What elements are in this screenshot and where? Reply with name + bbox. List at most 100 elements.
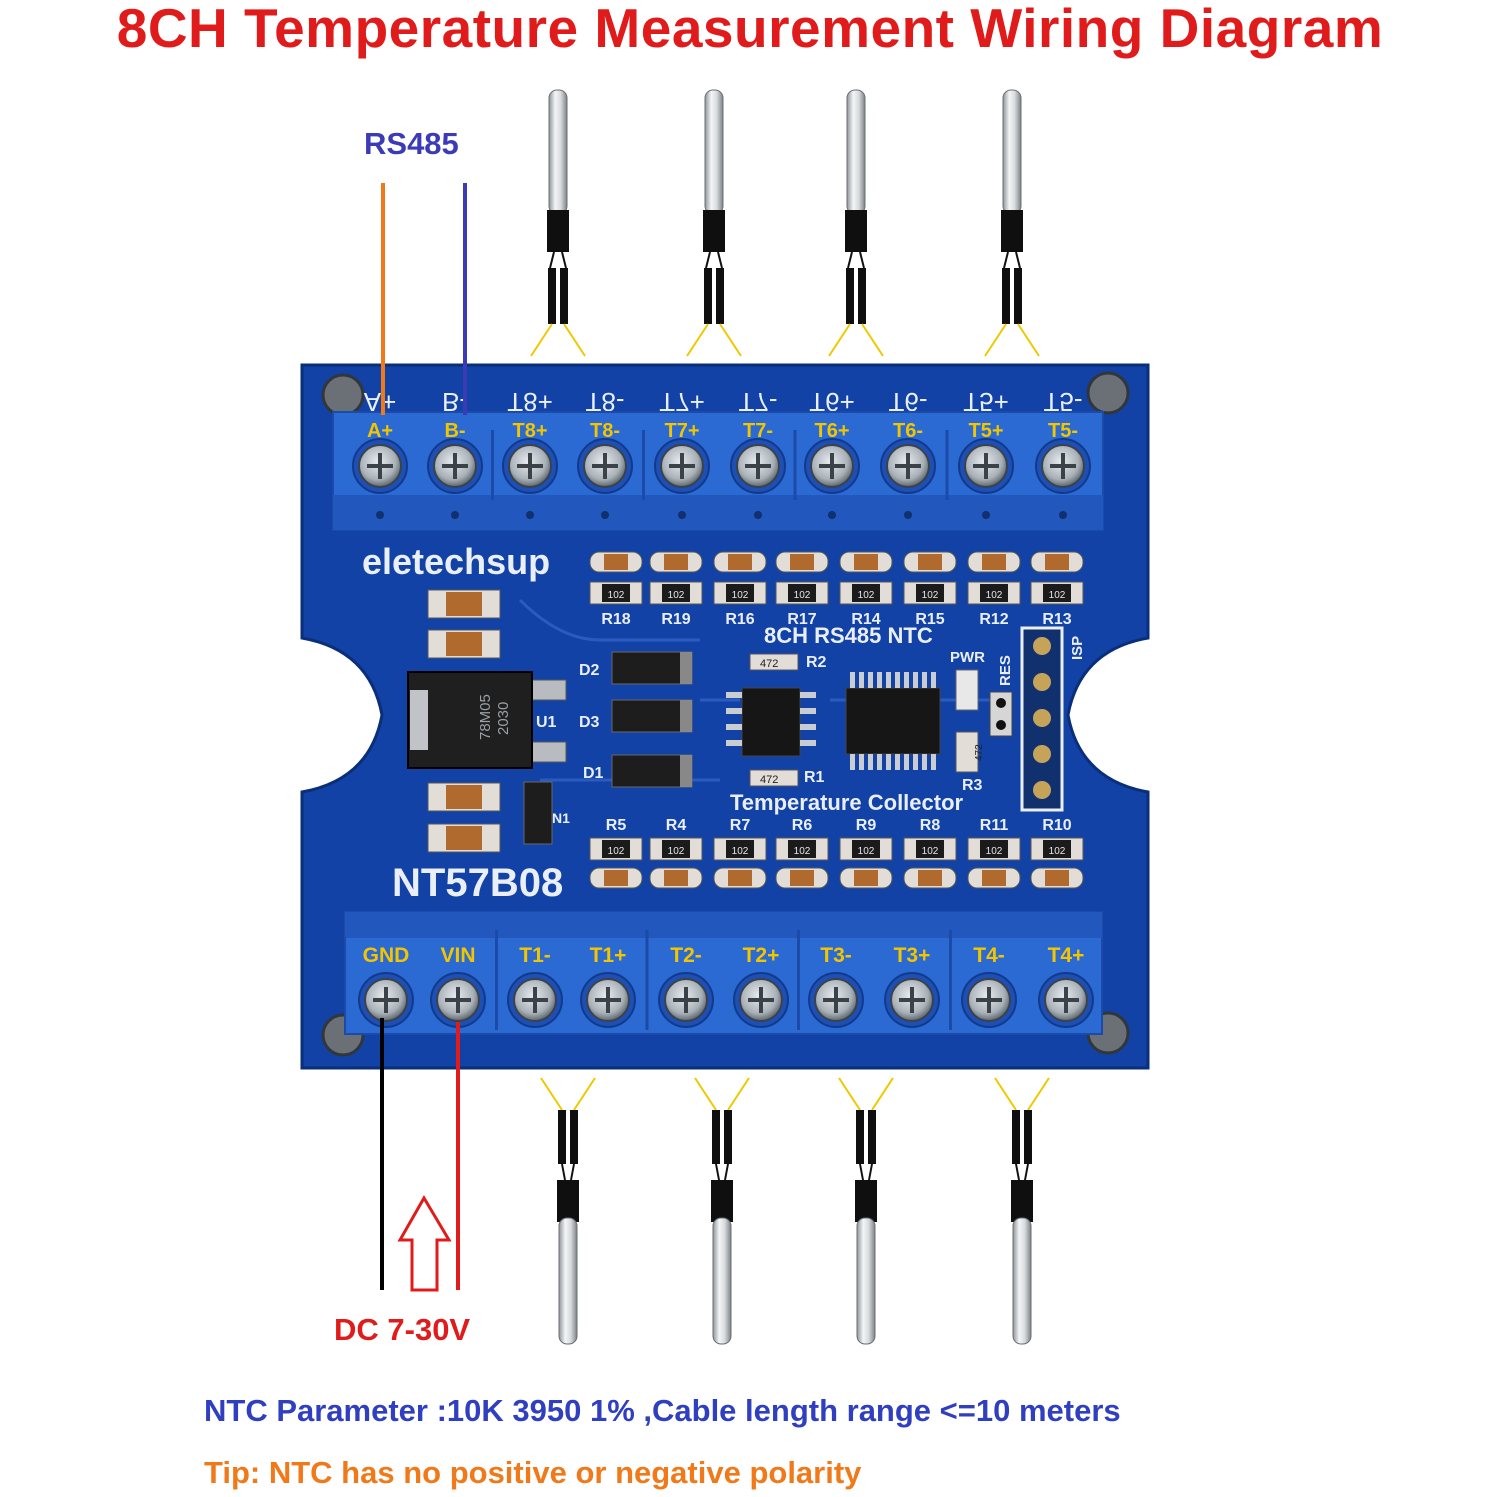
- top-terminal-label: T5+: [968, 420, 1003, 442]
- ntc-probe-icon: [984, 89, 1040, 357]
- bottom-terminal-label: T1+: [590, 944, 627, 967]
- resistor-label: R11: [980, 817, 1009, 834]
- resistor-value: 102: [986, 846, 1003, 857]
- terminal-screw-icon: [884, 972, 940, 1028]
- board-subtitle: 8CH RS485 NTC: [764, 623, 933, 648]
- resistor-label: R8: [920, 817, 941, 834]
- bottom-temperature-probes: [540, 1077, 1050, 1345]
- terminal-screw-icon: [427, 438, 483, 494]
- external-wiring: [380, 183, 467, 1292]
- top-terminal-label: T8+: [512, 420, 547, 442]
- ntc-probe-icon: [994, 1077, 1050, 1345]
- ntc-probe-icon: [540, 1077, 596, 1345]
- resistor-label: R16: [725, 611, 754, 628]
- resistor-label: R18: [601, 611, 630, 628]
- rs485-transceiver-chip: 472 472 R2 R1: [726, 653, 827, 787]
- resistor-value: 102: [986, 590, 1003, 601]
- resistor-label: R9: [856, 817, 877, 834]
- terminal-screw-icon: [430, 972, 486, 1028]
- terminal-screw-icon: [654, 438, 710, 494]
- ntc-probe-icon: [686, 89, 742, 357]
- component-label: R2: [806, 654, 827, 671]
- ntc-probe-icon: [828, 89, 884, 357]
- smd-resistor: 102 R11: [967, 817, 1021, 889]
- component-label: U1: [536, 714, 557, 731]
- voltage-regulator: 78M05 2030 U1: [407, 671, 567, 769]
- component-label: N1: [552, 810, 570, 826]
- ntc-probe-icon: [838, 1077, 894, 1345]
- bottom-terminal-label: T2-: [670, 944, 702, 967]
- top-terminal-label: T5-: [1048, 420, 1078, 442]
- component-label: D2: [579, 662, 600, 679]
- resistor-label: R19: [661, 611, 690, 628]
- top-terminals: A+ B- T8+ T8- T7+ T7- T6+ T6- T5+ T5-: [352, 420, 1091, 519]
- regulator-marking-2: 2030: [495, 702, 512, 735]
- terminal-screw-icon: [733, 972, 789, 1028]
- diagram-title: 8CH Temperature Measurement Wiring Diagr…: [116, 0, 1384, 59]
- ntc-probe-icon: [530, 89, 586, 357]
- status-area: PWR 472 R3 RES ISP: [950, 626, 1086, 812]
- top-terminal-label: T7-: [743, 420, 773, 442]
- mounting-hole-icon: [321, 373, 365, 417]
- isp-label: ISP: [1069, 636, 1086, 660]
- component-label: R1: [804, 769, 825, 786]
- resistor-value: 472: [760, 774, 778, 786]
- capacitor-group: [427, 589, 501, 853]
- terminal-screw-icon: [808, 972, 864, 1028]
- component-label: D1: [583, 765, 604, 782]
- terminal-screw-icon: [961, 972, 1017, 1028]
- terminal-screw-icon: [352, 438, 408, 494]
- resistor-value: 102: [732, 590, 749, 601]
- resistor-value: 102: [732, 846, 749, 857]
- ntc-parameter-note: NTC Parameter :10K 3950 1% ,Cable length…: [204, 1393, 1121, 1428]
- microcontroller-chip: [845, 672, 941, 770]
- bottom-terminal-label: T4+: [1048, 944, 1085, 967]
- polarity-tip-note: Tip: NTC has no positive or negative pol…: [204, 1455, 862, 1490]
- resistor-value: 102: [1049, 846, 1066, 857]
- regulator-marking-1: 78M05: [477, 694, 494, 740]
- top-terminal-label: A+: [367, 420, 393, 442]
- smd-resistor: 102 R4: [649, 817, 703, 889]
- bottom-terminal-label: GND: [363, 944, 410, 967]
- resistor-value: 102: [608, 846, 625, 857]
- terminal-screw-icon: [577, 438, 633, 494]
- top-terminal-label: T8-: [590, 420, 620, 442]
- rs485-label: RS485: [364, 126, 459, 161]
- top-resistor-row: 102R18102R19102R16102R17102R14102R15102R…: [589, 551, 1084, 628]
- top-terminal-label: T7+: [664, 420, 699, 442]
- terminal-screw-icon: [730, 438, 786, 494]
- top-silkscreen: A+B-T8+T8-T7+T7-T6+T6-T5+T5-: [364, 387, 1083, 417]
- resistor-value: 102: [608, 590, 625, 601]
- resistor-label: R17: [787, 611, 816, 628]
- top-temperature-probes: [530, 89, 1040, 357]
- pwr-led: [955, 669, 979, 711]
- resistor-value: 102: [858, 590, 875, 601]
- resistor-value: 102: [922, 590, 939, 601]
- pwr-led-label: PWR: [950, 649, 985, 666]
- top-terminal-label: T6+: [814, 420, 849, 442]
- terminal-screw-icon: [658, 972, 714, 1028]
- resistor-value: 102: [668, 846, 685, 857]
- resistor-value: 102: [858, 846, 875, 857]
- top-terminal-label: B-: [444, 420, 465, 442]
- component-label: D3: [579, 714, 600, 731]
- resistor-label: R4: [666, 817, 687, 834]
- resistor-value: 472: [974, 744, 985, 761]
- model-label: NT57B08: [392, 861, 563, 905]
- top-terminal-label: T6-: [893, 420, 923, 442]
